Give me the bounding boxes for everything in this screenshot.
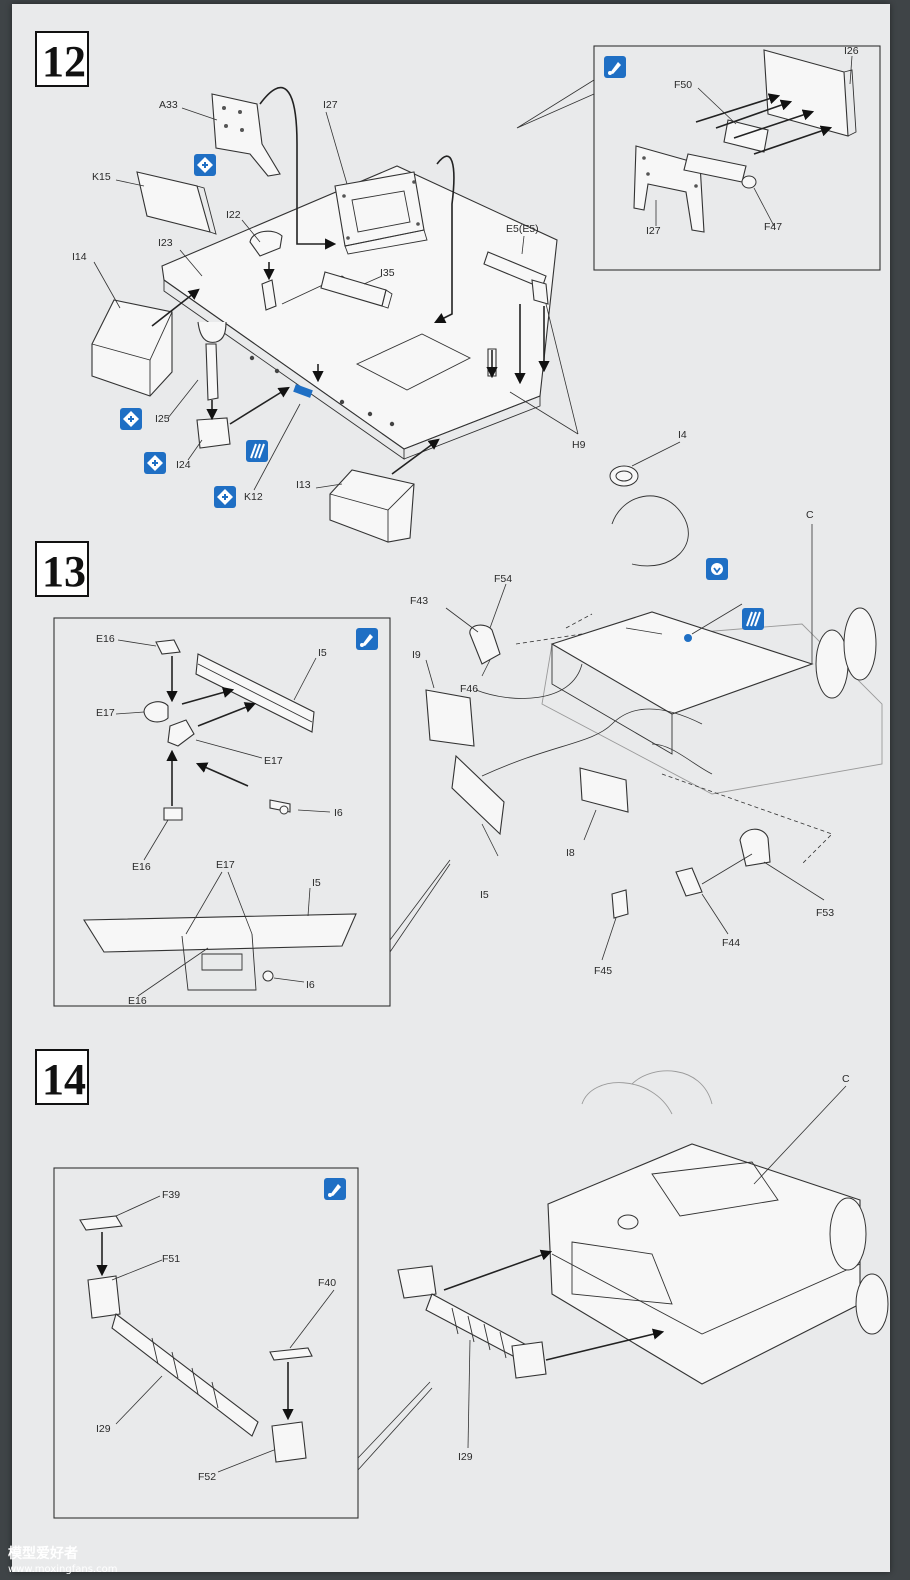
part-label: I25 xyxy=(155,413,170,425)
part-label: F45 xyxy=(594,965,612,977)
assemble-both-sides-icon xyxy=(193,153,217,177)
remove-icon xyxy=(705,557,729,581)
watermark: 模型爱好者 www.moxingfans.com xyxy=(8,1545,117,1575)
part-label: I5 xyxy=(312,877,321,889)
step-13: 13 xyxy=(35,429,883,1007)
part-label: A33 xyxy=(159,99,178,111)
part-label: F50 xyxy=(674,79,692,91)
part-label: H9 xyxy=(572,439,586,451)
part-label: F53 xyxy=(816,907,834,919)
step-14: 14 F39 F51 F4 xyxy=(35,1049,889,1519)
part-label: I35 xyxy=(380,267,395,279)
part-label: F44 xyxy=(722,937,740,949)
part-label: F47 xyxy=(764,221,782,233)
assembly-diagram: 12 xyxy=(35,31,889,1519)
part-label: E17 xyxy=(264,755,283,767)
part-label: I6 xyxy=(306,979,315,991)
part-label: I23 xyxy=(158,237,173,249)
part-label: F39 xyxy=(162,1189,180,1201)
step-14-labels: F39 F51 F40 I29 F52 C I29 xyxy=(96,1073,850,1483)
part-label: I26 xyxy=(844,45,859,57)
part-label: I22 xyxy=(226,209,241,221)
assemble-both-sides-icon xyxy=(213,485,237,509)
part-label: I13 xyxy=(296,479,311,491)
instruction-sheet: 12 xyxy=(12,4,890,1572)
part-label: I4 xyxy=(678,429,687,441)
assemble-both-sides-icon xyxy=(119,407,143,431)
part-label: F54 xyxy=(494,573,512,585)
part-label: E17 xyxy=(96,707,115,719)
step-12-number: 12 xyxy=(42,37,86,86)
part-label: I8 xyxy=(566,847,575,859)
part-label: I29 xyxy=(96,1423,111,1435)
part-label: F51 xyxy=(162,1253,180,1265)
part-label: E16 xyxy=(128,995,147,1007)
part-label: F52 xyxy=(198,1471,216,1483)
step-14-number: 14 xyxy=(42,1055,86,1104)
part-label: I9 xyxy=(412,649,421,661)
part-label: I5 xyxy=(318,647,327,659)
paint-stripe-icon xyxy=(245,439,269,463)
part-label: I29 xyxy=(458,1451,473,1463)
assemble-both-sides-icon xyxy=(143,451,167,475)
part-label: E16 xyxy=(132,861,151,873)
watermark-url: www.moxingfans.com xyxy=(8,1564,117,1575)
part-label: I14 xyxy=(72,251,87,263)
paint-stripe-icon xyxy=(741,607,765,631)
part-label: I5 xyxy=(480,889,489,901)
part-label: F43 xyxy=(410,595,428,607)
part-label: I6 xyxy=(334,807,343,819)
part-label: I27 xyxy=(646,225,661,237)
part-label: C xyxy=(842,1073,850,1085)
part-label: K12 xyxy=(244,491,263,503)
step-13-number: 13 xyxy=(42,547,86,596)
part-label: C xyxy=(806,509,814,521)
step-13-labels: E16 I5 E17 E17 I6 E16 E17 I5 E16 I6 F43 … xyxy=(96,429,834,1007)
part-label: F46 xyxy=(460,683,478,695)
part-label: I24 xyxy=(176,459,191,471)
part-label: I27 xyxy=(323,99,338,111)
part-label: E5(E5) xyxy=(506,223,539,235)
part-label: K15 xyxy=(92,171,111,183)
step-12: 12 xyxy=(35,31,881,543)
watermark-name: 模型爱好者 xyxy=(8,1545,78,1562)
step-12-labels: A33 I27 K15 I22 I23 I14 I35 E5(E5) I25 I… xyxy=(72,45,859,503)
part-label: E16 xyxy=(96,633,115,645)
part-label: F40 xyxy=(318,1277,336,1289)
part-label: E17 xyxy=(216,859,235,871)
